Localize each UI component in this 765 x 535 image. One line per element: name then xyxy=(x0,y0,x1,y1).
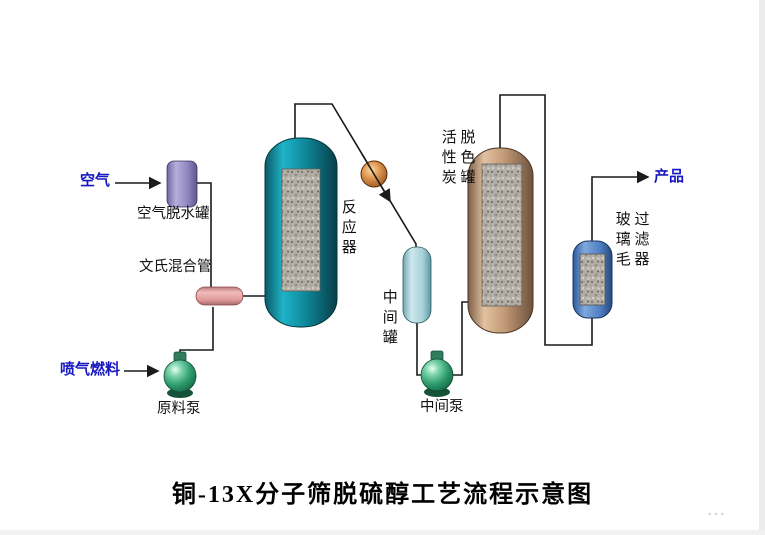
air-dehydration-tank-vessel xyxy=(166,160,198,208)
feed-pump-label: 原料泵 xyxy=(157,401,201,417)
watermark: … xyxy=(706,498,729,520)
venturi-mixer-label: 文氏混合管 xyxy=(139,259,212,275)
air-stream-label: 空气 xyxy=(80,172,111,189)
reactor-vessel xyxy=(264,137,338,328)
reactor-packing xyxy=(281,168,321,292)
activated-carbon-tank-label: 活性炭 脱色罐 xyxy=(439,129,476,189)
diagram-title: 铜-13X分子筛脱硫醇工艺流程示意图 xyxy=(171,482,594,508)
valve-icon xyxy=(360,153,391,203)
right-edge-strip xyxy=(759,0,765,535)
carbon-packing xyxy=(481,163,523,307)
feed-pump-icon xyxy=(163,351,197,398)
glass-wool-filter-label: 玻璃毛 过滤器 xyxy=(613,211,650,271)
reactor-label: 反应器 xyxy=(339,199,357,259)
venturi-mixer-vessel xyxy=(195,286,244,306)
reactor-to-intermediate-tank-pipe xyxy=(294,103,417,250)
intermediate-pump-label: 中间泵 xyxy=(420,399,464,415)
intermediate-tank-label: 中间罐 xyxy=(380,289,398,349)
intermediate-pump-icon xyxy=(420,350,454,397)
bottom-edge-strip xyxy=(0,530,765,535)
filter-to-product-pipe xyxy=(591,170,650,247)
filter-packing xyxy=(579,253,606,306)
air-dehydration-tank-label: 空气脱水罐 xyxy=(137,206,210,222)
product-stream-label: 产品 xyxy=(654,168,685,185)
intermediate-tank-vessel xyxy=(402,246,432,324)
glass-wool-filter-vessel xyxy=(572,240,613,319)
activated-carbon-tank-vessel xyxy=(467,147,534,334)
jet-fuel-stream-label: 喷气燃料 xyxy=(60,361,121,378)
carbon-tank-to-filter-pipe xyxy=(499,94,593,346)
